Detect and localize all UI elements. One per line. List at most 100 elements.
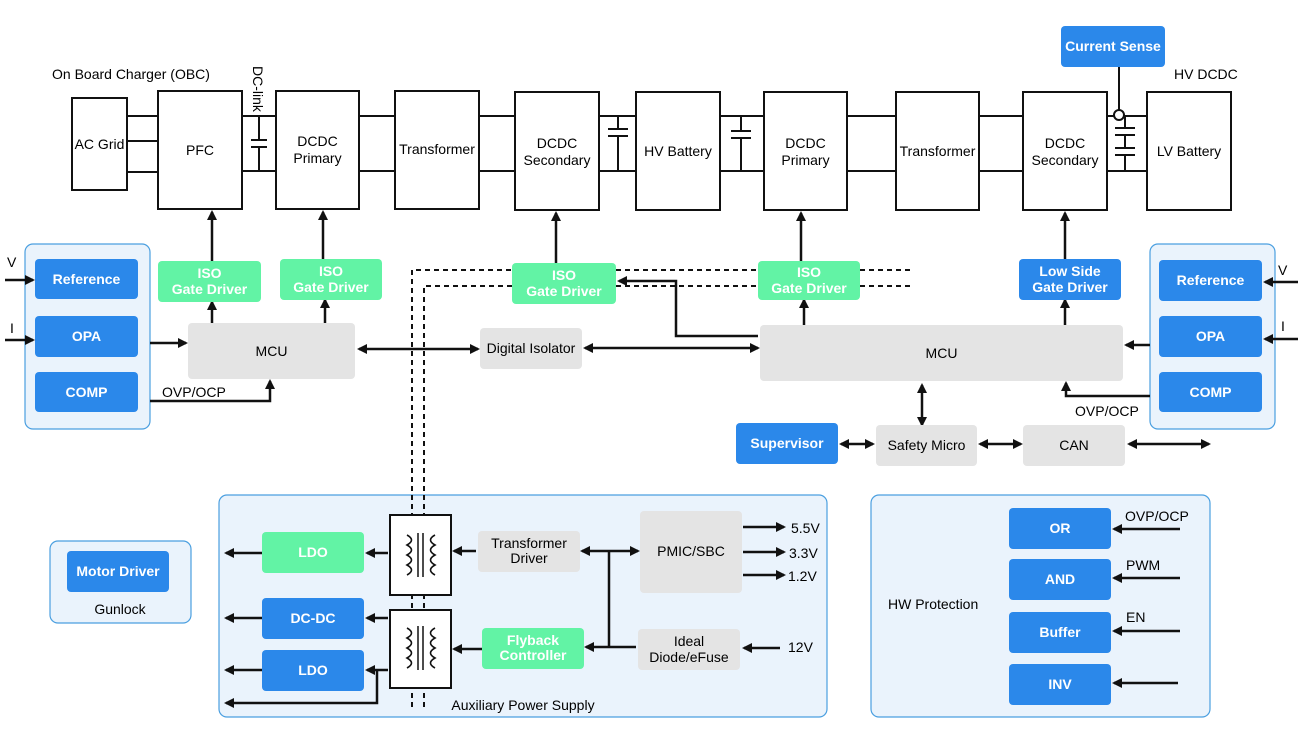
left-reference-block: Reference [35, 259, 138, 299]
iso-gate-driver-4-line2: Gate Driver [771, 280, 847, 296]
left-v-label: V [7, 254, 17, 270]
left-mcu-label: MCU [256, 343, 288, 359]
right-comp-block: COMP [1159, 372, 1262, 412]
inv-block: INV [1009, 664, 1111, 705]
hw-input-arrows [1112, 524, 1180, 688]
left-comp-to-mcu-arrow [150, 379, 275, 403]
hv-battery-block: HV Battery [635, 91, 721, 211]
iso-gate-driver-3: ISO Gate Driver [512, 263, 616, 304]
hv-battery-label: HV Battery [644, 143, 712, 159]
pmic-sbc-label: PMIC/SBC [657, 543, 725, 559]
hv-dcdc-primary-line2: Primary [781, 152, 829, 168]
iso-gate-driver-3-line1: ISO [552, 267, 576, 283]
right-mcu-block: MCU [760, 325, 1123, 381]
aux-transformer-top [389, 514, 452, 596]
transformer-driver-block: Transformer Driver [478, 531, 580, 572]
iso-gate-driver-4: ISO Gate Driver [758, 261, 860, 300]
aux-ldo-bottom-block: LDO [262, 650, 364, 691]
left-i-label: I [10, 320, 14, 336]
mcu-to-iso-driver-3-arrow [617, 276, 758, 338]
current-sense-tap [1113, 67, 1125, 121]
low-side-gate-driver-line2: Gate Driver [1032, 279, 1108, 295]
and-gate-block: AND [1009, 559, 1111, 600]
hv-dcdc-primary-line1: DCDC [785, 135, 825, 151]
dclink-label: DC-link [250, 66, 266, 113]
right-i-label: I [1281, 318, 1285, 334]
obc-transformer-block: Transformer [394, 90, 480, 210]
input-12v-label: 12V [788, 639, 814, 655]
transformer-driver-line2: Driver [510, 550, 548, 566]
obc-dcdc-primary-line1: DCDC [297, 133, 337, 149]
right-comp-label: COMP [1190, 384, 1232, 400]
ideal-diode-block: Ideal Diode/eFuse [638, 629, 740, 670]
iso-gate-driver-2-line2: Gate Driver [293, 279, 369, 295]
hv-dcdc-secondary-line1: DCDC [1045, 135, 1085, 151]
obc-dcdc-primary-line2: Primary [293, 150, 341, 166]
left-mcu-block: MCU [188, 323, 355, 379]
left-comp-block: COMP [35, 372, 138, 412]
ideal-diode-line2: Diode/eFuse [649, 649, 729, 665]
aux-dcdc-label: DC-DC [290, 610, 335, 626]
iso-gate-driver-2-line1: ISO [319, 263, 343, 279]
right-comp-to-mcu-arrow [1061, 381, 1150, 398]
obc-dcdc-secondary-line2: Secondary [524, 152, 591, 168]
hv-transformer-block: Transformer [895, 91, 980, 211]
obc-dcdc-secondary-line1: DCDC [537, 135, 577, 151]
iso-gate-driver-1-line2: Gate Driver [172, 281, 248, 297]
left-reference-label: Reference [53, 271, 121, 287]
and-gate-label: AND [1045, 571, 1075, 587]
iso-gate-driver-4-line1: ISO [797, 264, 821, 280]
capacitor-obc-output [608, 116, 628, 171]
right-opa-label: OPA [1196, 328, 1225, 344]
safety-micro-label: Safety Micro [888, 437, 966, 453]
aux-label: Auxiliary Power Supply [451, 697, 594, 713]
supervisor-block: Supervisor [736, 423, 838, 464]
pfc-label: PFC [186, 142, 214, 158]
can-block: CAN [1023, 425, 1125, 466]
hw-pwm-label: PWM [1126, 557, 1160, 573]
gate-driver-arrows [207, 210, 1070, 325]
hw-en-label: EN [1126, 609, 1145, 625]
output-5v5-label: 5.5V [791, 520, 820, 536]
right-reference-block: Reference [1159, 260, 1262, 301]
low-side-gate-driver-line1: Low Side [1039, 263, 1101, 279]
aux-dcdc-block: DC-DC [262, 598, 364, 639]
supervisor-label: Supervisor [750, 435, 824, 451]
hv-transformer-label: Transformer [900, 143, 976, 159]
inv-label: INV [1048, 676, 1072, 692]
right-opa-block: OPA [1159, 316, 1262, 357]
digital-isolator-label: Digital Isolator [487, 340, 576, 356]
left-ovp-label: OVP/OCP [162, 384, 226, 400]
buffer-block: Buffer [1009, 612, 1111, 653]
aux-ldo-bottom-label: LDO [298, 662, 328, 678]
safety-micro-block: Safety Micro [876, 425, 977, 466]
gunlock-label: Gunlock [94, 601, 146, 617]
flyback-controller-line1: Flyback [507, 632, 559, 648]
pmic-sbc-block: PMIC/SBC [640, 511, 742, 593]
ac-grid-label: AC Grid [75, 136, 125, 152]
right-reference-label: Reference [1177, 272, 1245, 288]
right-v-label: V [1278, 262, 1288, 278]
or-gate-block: OR [1009, 508, 1111, 549]
iso-gate-driver-2: ISO Gate Driver [280, 259, 382, 300]
dc-link-capacitor [251, 116, 267, 171]
aux-ldo-top-block: LDO [262, 532, 364, 573]
buffer-label: Buffer [1039, 624, 1081, 640]
motor-driver-label: Motor Driver [76, 563, 160, 579]
transformer-driver-line1: Transformer [491, 535, 567, 551]
capacitor-lv-output [1115, 116, 1135, 171]
hv-dcdc-secondary-block: DCDC Secondary [1022, 91, 1108, 211]
left-opa-block: OPA [35, 316, 138, 357]
hv-dcdc-secondary-line2: Secondary [1032, 152, 1099, 168]
hw-ovp-label: OVP/OCP [1125, 508, 1189, 524]
flyback-controller-line2: Controller [500, 647, 567, 663]
right-ovp-label: OVP/OCP [1075, 403, 1139, 419]
current-sense-block: Current Sense [1061, 26, 1165, 67]
obc-dcdc-secondary-block: DCDC Secondary [514, 91, 600, 211]
hv-dcdc-primary-block: DCDC Primary [763, 91, 848, 211]
low-side-gate-driver: Low Side Gate Driver [1019, 259, 1121, 300]
hw-protection-group [870, 494, 1211, 718]
pfc-block: PFC [157, 90, 243, 210]
iso-gate-driver-1: ISO Gate Driver [158, 261, 261, 302]
